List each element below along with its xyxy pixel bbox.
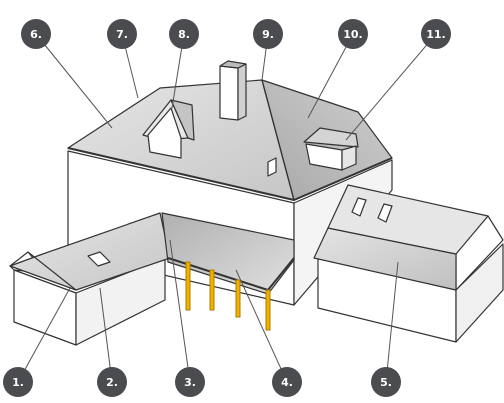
skylight-left	[87, 251, 111, 267]
porch-posts	[185, 261, 271, 331]
marker-label: 10.	[343, 28, 363, 41]
leader-6	[35, 33, 113, 129]
skylight-right-2	[377, 203, 393, 223]
marker-circle	[421, 19, 451, 49]
left-wing-roof-ridge	[27, 251, 77, 291]
marker-2: 2.	[97, 367, 127, 397]
marker-circle	[169, 19, 199, 49]
marker-circle	[272, 367, 302, 397]
porch-post	[265, 289, 271, 331]
marker-9: 9.	[253, 19, 283, 49]
leader-3	[169, 239, 191, 383]
hip-roof-hip-line	[261, 79, 295, 201]
leader-lines	[17, 33, 437, 383]
hip-dormer-roof	[303, 127, 359, 148]
marker-circle	[107, 19, 137, 49]
porch-post	[185, 261, 191, 311]
marker-10: 10.	[338, 19, 368, 49]
marker-4: 4.	[272, 367, 302, 397]
marker-circle	[3, 367, 33, 397]
number-markers: 6. 7. 8. 9. 10. 11. 1. 2. 3. 4. 5.	[3, 19, 451, 397]
porch-post	[235, 279, 241, 318]
flat-roof-surface	[161, 212, 295, 295]
skylight-right-1	[351, 197, 367, 217]
marker-3: 3.	[175, 367, 205, 397]
marker-circle	[371, 367, 401, 397]
gable-dormer-roof-side	[170, 99, 195, 141]
left-wing	[9, 212, 171, 346]
marker-circle	[338, 19, 368, 49]
marker-circle	[175, 367, 205, 397]
leader-5	[385, 261, 399, 383]
marker-label: 4.	[281, 376, 293, 389]
marker-6: 6.	[21, 19, 51, 49]
marker-label: 6.	[30, 28, 42, 41]
marker-circle	[253, 19, 283, 49]
marker-7: 7.	[107, 19, 137, 49]
marker-label: 11.	[426, 28, 446, 41]
marker-label: 8.	[178, 28, 190, 41]
leader-11	[345, 33, 437, 141]
marker-11: 11.	[421, 19, 451, 49]
marker-label: 7.	[116, 28, 128, 41]
gable-dormer-front	[147, 107, 182, 159]
marker-8: 8.	[169, 19, 199, 49]
marker-label: 2.	[106, 376, 118, 389]
right-wing-end-wall	[455, 243, 504, 343]
chimney-top	[219, 60, 247, 69]
marker-label: 5.	[380, 376, 392, 389]
leader-2	[99, 287, 113, 383]
right-wing	[313, 184, 504, 343]
marker-circle	[97, 367, 127, 397]
right-wing-roof-top	[327, 184, 489, 255]
marker-label: 1.	[12, 376, 24, 389]
marker-5: 5.	[371, 367, 401, 397]
leader-1	[17, 287, 71, 383]
marker-1: 1.	[3, 367, 33, 397]
chimney-front	[219, 65, 239, 121]
roof-vent	[267, 157, 277, 177]
hip-dormer-side	[341, 145, 357, 171]
leader-4	[235, 269, 288, 383]
marker-label: 9.	[262, 28, 274, 41]
porch-post	[209, 269, 215, 311]
marker-label: 3.	[184, 376, 196, 389]
marker-circle	[21, 19, 51, 49]
center-porch	[161, 212, 295, 331]
chimney-side	[237, 63, 247, 121]
leader-10	[307, 33, 354, 119]
